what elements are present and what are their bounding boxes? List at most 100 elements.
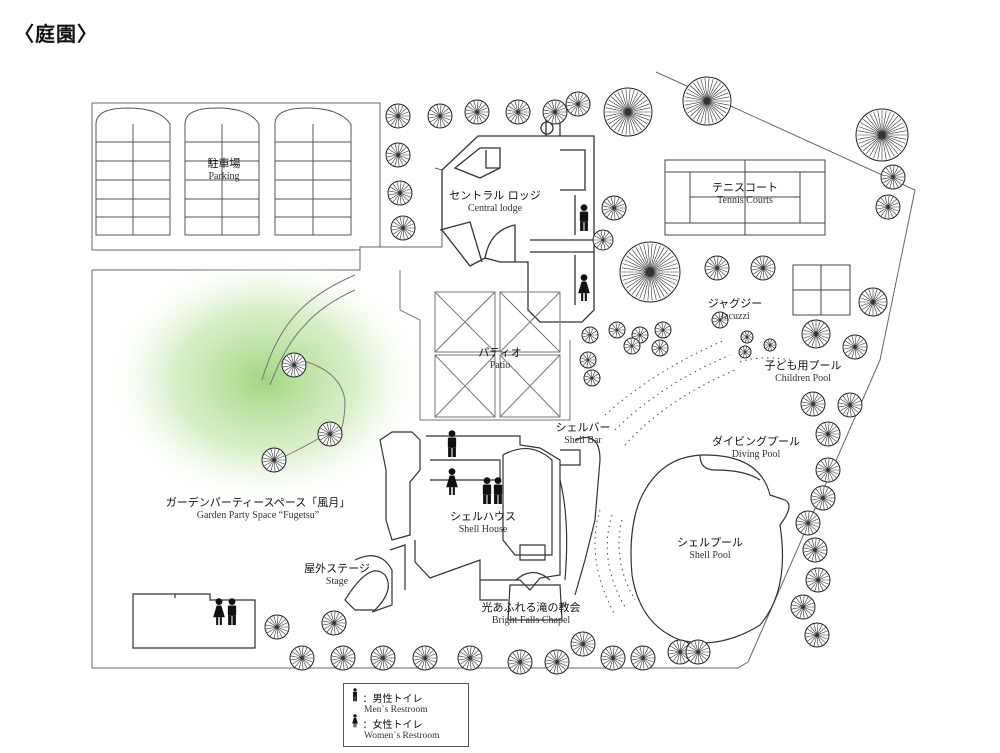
tree-icon xyxy=(289,645,315,671)
tree-icon xyxy=(542,99,568,125)
tree-icon xyxy=(763,338,777,352)
tree-icon xyxy=(583,369,601,387)
tree-icon xyxy=(592,229,614,251)
tree-icon xyxy=(427,103,453,129)
tree-icon xyxy=(801,319,831,349)
tree-icon xyxy=(740,330,754,344)
tree-icon xyxy=(601,195,627,221)
tree-icon xyxy=(711,311,729,329)
tree-icon xyxy=(750,255,776,281)
women-restroom-icon xyxy=(446,468,458,495)
tree-icon xyxy=(858,287,888,317)
legend-men: ：男性トイレ Men`s Restroom xyxy=(350,688,428,715)
tree-icon xyxy=(608,321,626,339)
tree-icon xyxy=(842,334,868,360)
tree-icon xyxy=(281,352,307,378)
women-restroom-icon xyxy=(352,714,358,728)
tennis-courts xyxy=(664,159,851,316)
tree-icon xyxy=(704,255,730,281)
trees-layer xyxy=(261,76,909,675)
tree-icon xyxy=(790,594,816,620)
tree-icon xyxy=(603,87,653,137)
tree-icon xyxy=(579,351,597,369)
tree-icon xyxy=(261,447,287,473)
label-garden-party-space: ガーデンパーティースペース「風月」Garden Party Space “Fug… xyxy=(165,496,351,521)
women-restroom-icon xyxy=(578,274,590,301)
tree-icon xyxy=(264,614,290,640)
parking-lot xyxy=(95,107,352,236)
restroom-building xyxy=(132,593,256,649)
tree-icon xyxy=(651,339,669,357)
tree-icon xyxy=(317,421,343,447)
page-title: 〈庭園〉 xyxy=(14,22,98,46)
men-restroom-icon xyxy=(493,477,503,504)
tree-icon xyxy=(330,645,356,671)
tree-icon xyxy=(385,103,411,129)
tree-icon xyxy=(855,108,909,162)
men-restroom-icon xyxy=(579,204,589,231)
tree-icon xyxy=(412,645,438,671)
tree-icon xyxy=(619,241,681,303)
tree-icon xyxy=(544,649,570,675)
tree-icon xyxy=(805,567,831,593)
central-lodge-building xyxy=(439,120,595,323)
shell-house-building xyxy=(379,431,601,621)
tree-icon xyxy=(387,180,413,206)
tree-icon xyxy=(457,645,483,671)
tree-icon xyxy=(685,639,711,665)
tree-icon xyxy=(390,215,416,241)
tree-icon xyxy=(815,421,841,447)
tree-icon xyxy=(800,391,826,417)
outdoor-stage xyxy=(344,544,406,613)
tree-icon xyxy=(880,164,906,190)
tree-icon xyxy=(464,99,490,125)
tree-icon xyxy=(630,645,656,671)
tree-icon xyxy=(795,510,821,536)
map-legend: ：男性トイレ Men`s Restroom ：女性トイレ Women`s Res… xyxy=(343,683,469,747)
tree-icon xyxy=(370,645,396,671)
men-restroom-icon xyxy=(227,598,237,625)
garden-party-lawn xyxy=(100,250,430,510)
tree-icon xyxy=(385,142,411,168)
men-restroom-icon xyxy=(482,477,492,504)
tree-icon xyxy=(321,610,347,636)
tree-icon xyxy=(654,321,672,339)
legend-women: ：女性トイレ Women`s Restroom xyxy=(350,714,440,741)
tree-icon xyxy=(682,76,732,126)
men-restroom-icon xyxy=(447,430,457,457)
tree-icon xyxy=(623,337,641,355)
amphitheater-steps xyxy=(594,339,791,616)
patio-area xyxy=(399,270,571,421)
tree-icon xyxy=(600,645,626,671)
site-boundary xyxy=(91,71,916,669)
tree-icon xyxy=(804,622,830,648)
men-restroom-icon xyxy=(352,688,358,702)
tree-icon xyxy=(565,91,591,117)
women-restroom-icon xyxy=(213,598,225,625)
tree-icon xyxy=(815,457,841,483)
tree-icon xyxy=(875,194,901,220)
shell-pool xyxy=(630,454,790,644)
tree-icon xyxy=(802,537,828,563)
tree-icon xyxy=(810,485,836,511)
tree-icon xyxy=(837,392,863,418)
tree-icon xyxy=(667,639,693,665)
tree-icon xyxy=(581,326,599,344)
tree-icon xyxy=(507,649,533,675)
tree-icon xyxy=(738,345,752,359)
tree-icon xyxy=(570,631,596,657)
tree-icon xyxy=(505,99,531,125)
